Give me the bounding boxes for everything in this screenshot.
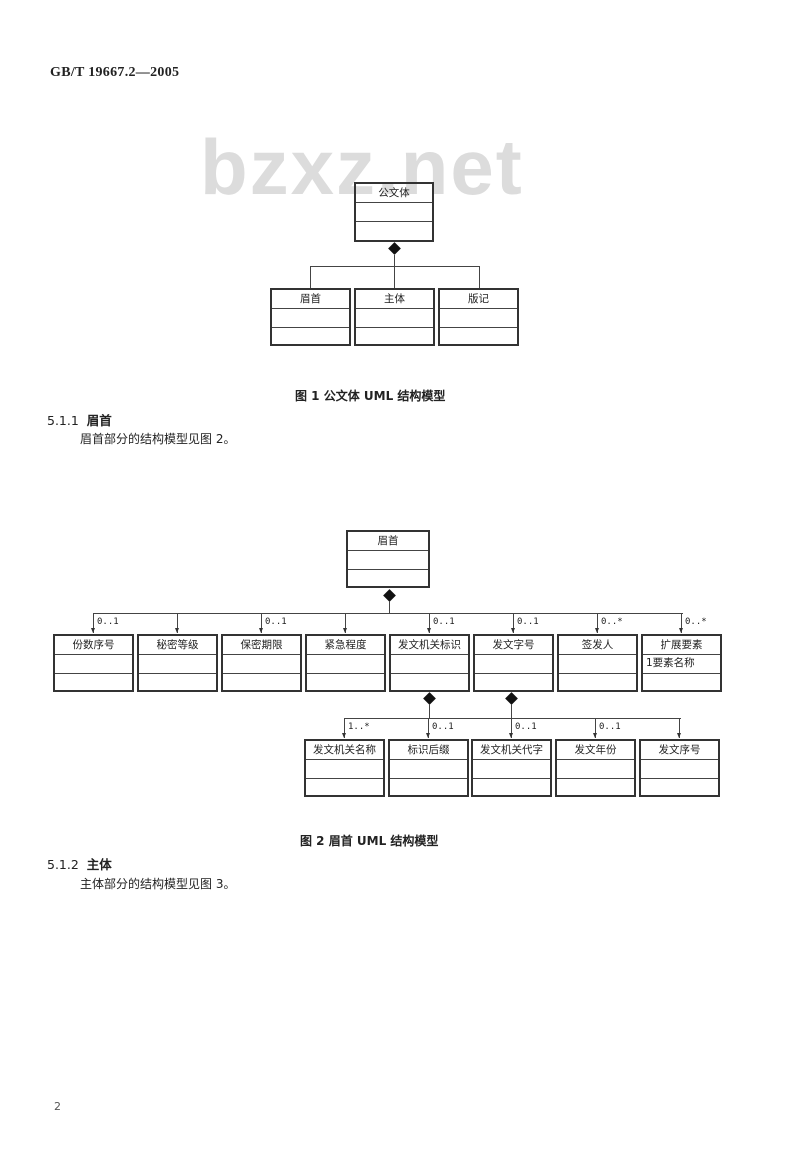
standard-header: GB/T 19667.2—2005	[50, 65, 180, 80]
multiplicity-label: 0..1	[97, 617, 119, 627]
multiplicity-label: 0..1	[433, 617, 455, 627]
multiplicity-label: 1..*	[348, 722, 370, 732]
class-name: 公文体	[356, 184, 432, 203]
arrow-icon	[259, 628, 263, 633]
uml-class: 份数序号	[53, 634, 134, 692]
multiplicity-label: 0..*	[685, 617, 707, 627]
multiplicity-label: 0..1	[517, 617, 539, 627]
arrow-icon	[427, 628, 431, 633]
arrow-icon	[426, 733, 430, 738]
multiplicity-label: 0..*	[601, 617, 623, 627]
arrow-icon	[511, 628, 515, 633]
paragraph: 眉首部分的结构模型见图 2。	[80, 432, 236, 446]
uml-class: 签发人	[557, 634, 638, 692]
uml-class-root: 公文体	[354, 182, 434, 242]
multiplicity-label: 0..1	[515, 722, 537, 732]
uml-class: 发文机关代字	[471, 739, 552, 797]
arrow-icon	[679, 628, 683, 633]
arrow-icon	[509, 733, 513, 738]
arrow-icon	[175, 628, 179, 633]
uml-class: 紧急程度	[305, 634, 386, 692]
uml-class: 发文序号	[639, 739, 720, 797]
uml-class: 发文机关名称	[304, 739, 385, 797]
section-heading: 5.1.1 眉首	[47, 413, 112, 428]
composition-diamond-icon	[423, 692, 436, 705]
watermark: bzxz.net	[200, 123, 524, 211]
uml-class: 秘密等级	[137, 634, 218, 692]
arrow-icon	[595, 628, 599, 633]
uml-class: 扩展要素 1要素名称	[641, 634, 722, 692]
figure-1-caption: 图 1 公文体 UML 结构模型	[295, 389, 446, 403]
composition-diamond-icon	[383, 589, 396, 602]
section-heading: 5.1.2 主体	[47, 857, 112, 872]
arrow-icon	[677, 733, 681, 738]
uml-class: 眉首	[270, 288, 351, 346]
uml-class: 版记	[438, 288, 519, 346]
arrow-icon	[342, 733, 346, 738]
uml-class-root: 眉首	[346, 530, 430, 588]
paragraph: 主体部分的结构模型见图 3。	[80, 877, 236, 891]
multiplicity-label: 0..1	[432, 722, 454, 732]
uml-class: 主体	[354, 288, 435, 346]
composition-diamond-icon	[505, 692, 518, 705]
uml-class: 发文机关标识	[389, 634, 470, 692]
uml-class: 发文年份	[555, 739, 636, 797]
figure-2-caption: 图 2 眉首 UML 结构模型	[300, 834, 439, 848]
uml-class: 保密期限	[221, 634, 302, 692]
multiplicity-label: 0..1	[599, 722, 621, 732]
composition-diamond-icon	[388, 242, 401, 255]
arrow-icon	[593, 733, 597, 738]
uml-class: 标识后缀	[388, 739, 469, 797]
multiplicity-label: 0..1	[265, 617, 287, 627]
page-number: 2	[54, 1100, 61, 1113]
arrow-icon	[91, 628, 95, 633]
uml-class: 发文字号	[473, 634, 554, 692]
arrow-icon	[343, 628, 347, 633]
